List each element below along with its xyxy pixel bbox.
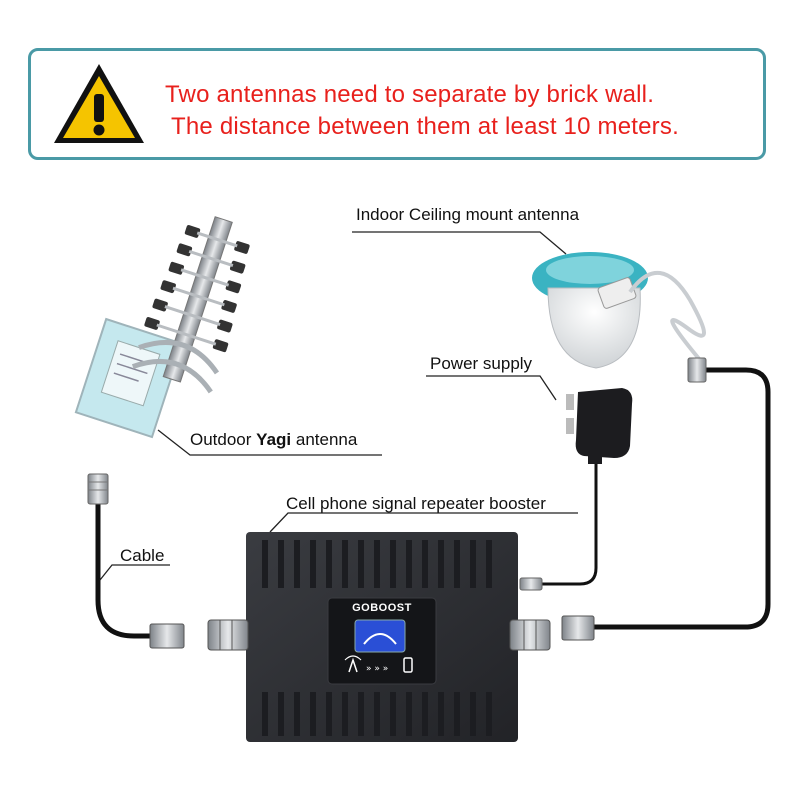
cable-label: Cable: [120, 546, 165, 565]
warning-line-2: The distance between them at least 10 me…: [171, 113, 679, 140]
connector-icon: [149, 615, 595, 651]
svg-text:» » »: » » »: [366, 664, 388, 674]
phone-icon: [403, 657, 413, 673]
yagi-antenna-icon: [74, 216, 250, 439]
cable-lines: [95, 367, 771, 639]
power-supply-label: Power supply: [430, 354, 533, 373]
warning-line-1: Two antennas need to separate by brick w…: [165, 81, 655, 108]
warning-icon: [54, 64, 144, 143]
signal-tower-icon: [344, 655, 362, 673]
outdoor-connector: [87, 473, 109, 505]
power-adapter-icon: [519, 388, 633, 591]
outdoor-antenna-label: Outdoor Yagi antenna: [190, 430, 357, 450]
outdoor-label-suffix: antenna: [295, 430, 358, 449]
booster-icon: » » »: [246, 532, 518, 742]
leader-lines: [99, 231, 578, 581]
outdoor-cable: [95, 497, 153, 639]
warning-banner: Two antennas need to separate by brick w…: [28, 48, 766, 160]
power-cable: [538, 454, 598, 586]
indoor-cable: [589, 367, 771, 630]
outdoor-label-bold: Yagi: [256, 430, 292, 449]
booster-brand: GOBOOST: [352, 602, 412, 614]
outdoor-label-prefix: Outdoor: [190, 430, 252, 449]
ceiling-antenna-icon: [532, 252, 707, 383]
booster-label: Cell phone signal repeater booster: [286, 494, 546, 513]
indoor-antenna-label: Indoor Ceiling mount antenna: [356, 205, 580, 224]
